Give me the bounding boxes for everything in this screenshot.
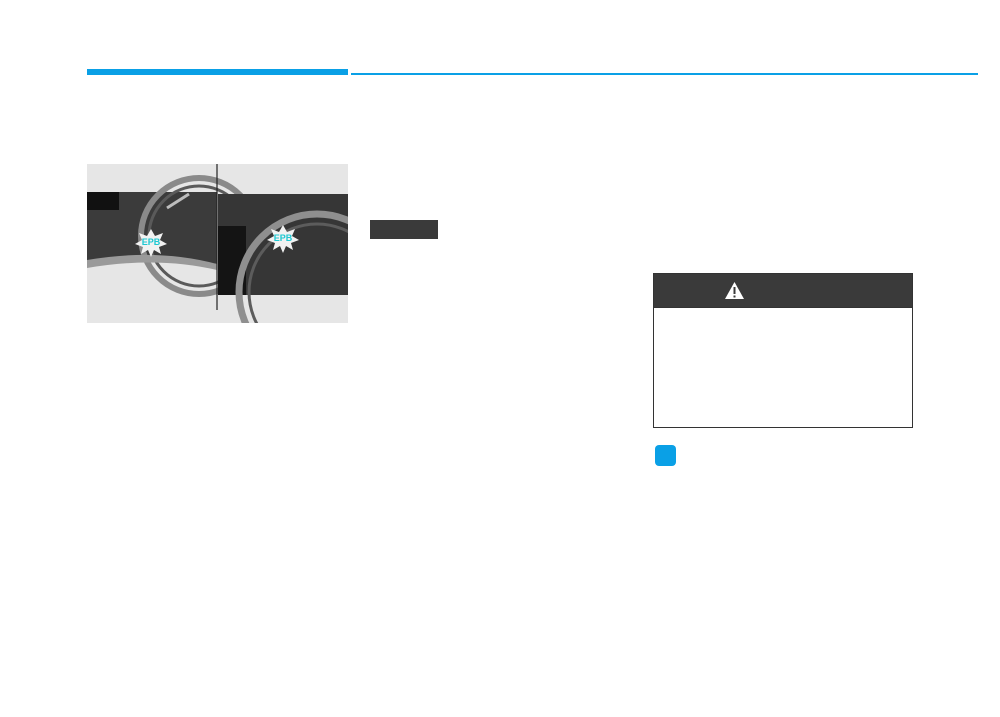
right-epb-label: EPB (274, 233, 293, 243)
warning-box (653, 273, 913, 428)
left-epb-label: EPB (142, 237, 161, 247)
instrument-cluster-figure: EPB EPB (87, 164, 348, 323)
warning-header (654, 274, 912, 308)
header-rule-thin (351, 73, 978, 75)
warning-triangle-icon (725, 282, 744, 299)
left-epb-indicator-icon: EPB (135, 229, 167, 257)
right-epb-indicator-icon: EPB (267, 225, 299, 253)
info-square-icon (655, 445, 676, 466)
right-gauge-ring (235, 210, 348, 323)
section-tag (370, 220, 438, 239)
header-rule-thick (87, 69, 348, 75)
cluster-illustration: EPB EPB (87, 164, 348, 323)
